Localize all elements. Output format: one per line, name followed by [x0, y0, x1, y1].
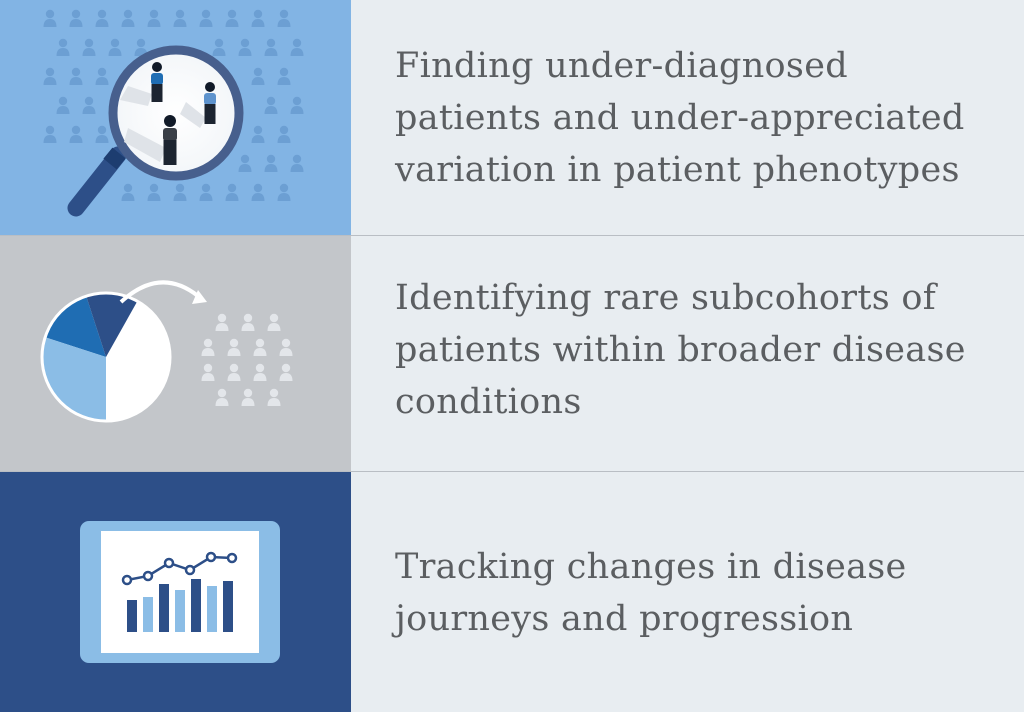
person-icon: [251, 183, 265, 201]
text-line: Tracking changes in disease: [395, 547, 907, 587]
person-icon: [290, 38, 304, 56]
text-line: journeys and progression: [395, 599, 854, 639]
person-icon: [201, 363, 215, 381]
person-icon: [147, 9, 161, 28]
person-icon: [253, 363, 267, 381]
person-icon: [264, 154, 278, 172]
person-icon: [95, 9, 109, 28]
tablet-chart-icon: [80, 521, 280, 663]
person-icon: [201, 338, 215, 356]
person-icon: [199, 183, 213, 201]
person-icon: [215, 388, 229, 406]
pie-chart-subcohort-icon: [40, 280, 293, 423]
person-icon: [215, 313, 229, 331]
person-icon: [251, 67, 265, 85]
person-icon: [69, 67, 83, 85]
person-icon: [267, 313, 281, 331]
person-icon: [69, 125, 83, 143]
person-icon: [121, 183, 135, 201]
person-icon: [121, 9, 135, 28]
icon-panel-track: [0, 472, 351, 712]
person-icon: [95, 67, 109, 85]
person-icon: [212, 38, 226, 56]
person-icon: [43, 125, 57, 143]
person-icon: [199, 9, 213, 28]
person-icon: [267, 388, 281, 406]
person-icon: [277, 9, 291, 28]
text-panel-find: [351, 0, 1024, 235]
text-line: patients and under-appreciated: [395, 98, 965, 138]
person-icon: [225, 9, 239, 28]
person-icon: [147, 183, 161, 201]
person-icon: [43, 9, 57, 28]
row-divider: [0, 235, 1024, 236]
bar-mark: [143, 597, 153, 632]
person-icon: [225, 183, 239, 201]
row-text-find: Finding under-diagnosed patients and und…: [395, 40, 995, 196]
text-line: conditions: [395, 382, 582, 422]
row-track-changes: Tracking changes in disease journeys and…: [0, 472, 1024, 712]
text-panel-track: [351, 472, 1024, 712]
person-icon: [251, 9, 265, 28]
person-icon: [82, 96, 96, 114]
person-icon: [227, 363, 241, 381]
bar-mark: [159, 584, 169, 632]
text-line: Identifying rare subcohorts of: [395, 278, 937, 318]
row-text-identify: Identifying rare subcohorts of patients …: [395, 272, 995, 428]
text-line: patients within broader disease: [395, 330, 966, 370]
person-icon: [204, 82, 216, 124]
person-icon: [173, 9, 187, 28]
person-icon: [264, 96, 278, 114]
person-icon: [253, 338, 267, 356]
person-icon: [251, 125, 265, 143]
text-line: Finding under-diagnosed: [395, 46, 848, 86]
bar-mark: [127, 600, 137, 632]
person-icon: [290, 96, 304, 114]
person-icon: [69, 9, 83, 28]
person-icon: [82, 38, 96, 56]
bar-mark: [175, 590, 185, 632]
person-icon: [151, 62, 163, 102]
person-icon: [43, 67, 57, 85]
text-panel-identify: [351, 236, 1024, 471]
row-find-patients: Finding under-diagnosed patients and und…: [0, 0, 1024, 235]
row-identify-subcohorts: Identifying rare subcohorts of patients …: [0, 236, 1024, 471]
magnifier-people-icon: [43, 9, 304, 217]
icon-panel-find: [0, 0, 351, 235]
person-icon: [264, 38, 278, 56]
bar-mark: [207, 586, 217, 632]
text-line: variation in patient phenotypes: [395, 150, 960, 190]
person-icon: [241, 313, 255, 331]
person-icon: [290, 154, 304, 172]
person-icon: [227, 338, 241, 356]
icon-panel-identify: [0, 236, 351, 471]
person-icon: [238, 38, 252, 56]
row-text-track: Tracking changes in disease journeys and…: [395, 541, 995, 645]
person-icon: [173, 183, 187, 201]
person-icon: [56, 38, 70, 56]
row-divider: [0, 471, 1024, 472]
person-icon: [108, 38, 122, 56]
person-icon: [238, 154, 252, 172]
person-icon: [241, 388, 255, 406]
person-icon: [279, 363, 293, 381]
person-icon: [277, 125, 291, 143]
person-icon: [277, 183, 291, 201]
person-icon: [95, 125, 109, 143]
bar-mark: [191, 579, 201, 632]
person-icon: [277, 67, 291, 85]
person-icon: [279, 338, 293, 356]
person-icon: [163, 115, 177, 165]
person-icon: [56, 96, 70, 114]
bar-mark: [223, 581, 233, 632]
